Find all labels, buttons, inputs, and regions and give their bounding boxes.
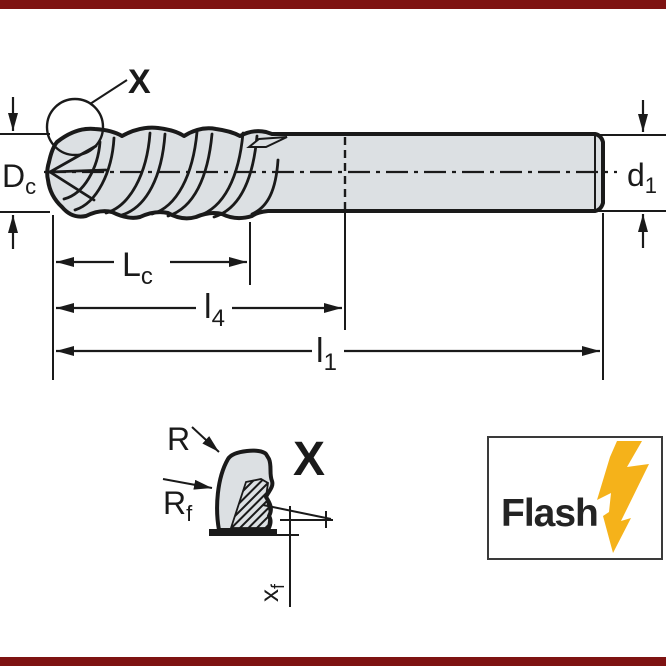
- dimension-lines: Lc l4 l1: [52, 212, 604, 380]
- xf-measurement: xf: [254, 504, 333, 607]
- lightning-bolt-icon: [597, 441, 649, 553]
- rf-arrow: [162, 478, 213, 490]
- flash-box-border: [487, 436, 663, 560]
- xf-label: xf: [254, 583, 288, 602]
- detail-view-title: X: [293, 433, 325, 486]
- d1-label: d1: [627, 157, 657, 198]
- flash-badge: Flash: [487, 436, 663, 560]
- xf-slant-line: [262, 504, 332, 520]
- rf-label: Rf: [163, 485, 193, 526]
- tooth-hatched-core: [229, 478, 271, 529]
- shank-flat-mark: [246, 136, 288, 148]
- r-arrow: [191, 426, 220, 453]
- dc-label: Dc: [2, 158, 36, 199]
- detail-callout-line: [89, 79, 128, 105]
- lc-label: Lc: [122, 246, 153, 290]
- flash-label: Flash: [501, 492, 598, 535]
- tooth-base-bar: [209, 529, 277, 536]
- flute-helix-lines: [62, 130, 280, 219]
- detail-callout-circle: [45, 97, 105, 157]
- top-red-bar: [0, 0, 666, 9]
- bottom-red-bar: [0, 657, 666, 666]
- main-view: Dc d1: [0, 63, 666, 249]
- r-label: R: [167, 421, 190, 457]
- l1-label: l1: [316, 332, 337, 376]
- detail-callout-label: X: [128, 63, 151, 101]
- detail-view: X R Rf xf: [162, 421, 333, 607]
- l4-label: l4: [204, 288, 225, 332]
